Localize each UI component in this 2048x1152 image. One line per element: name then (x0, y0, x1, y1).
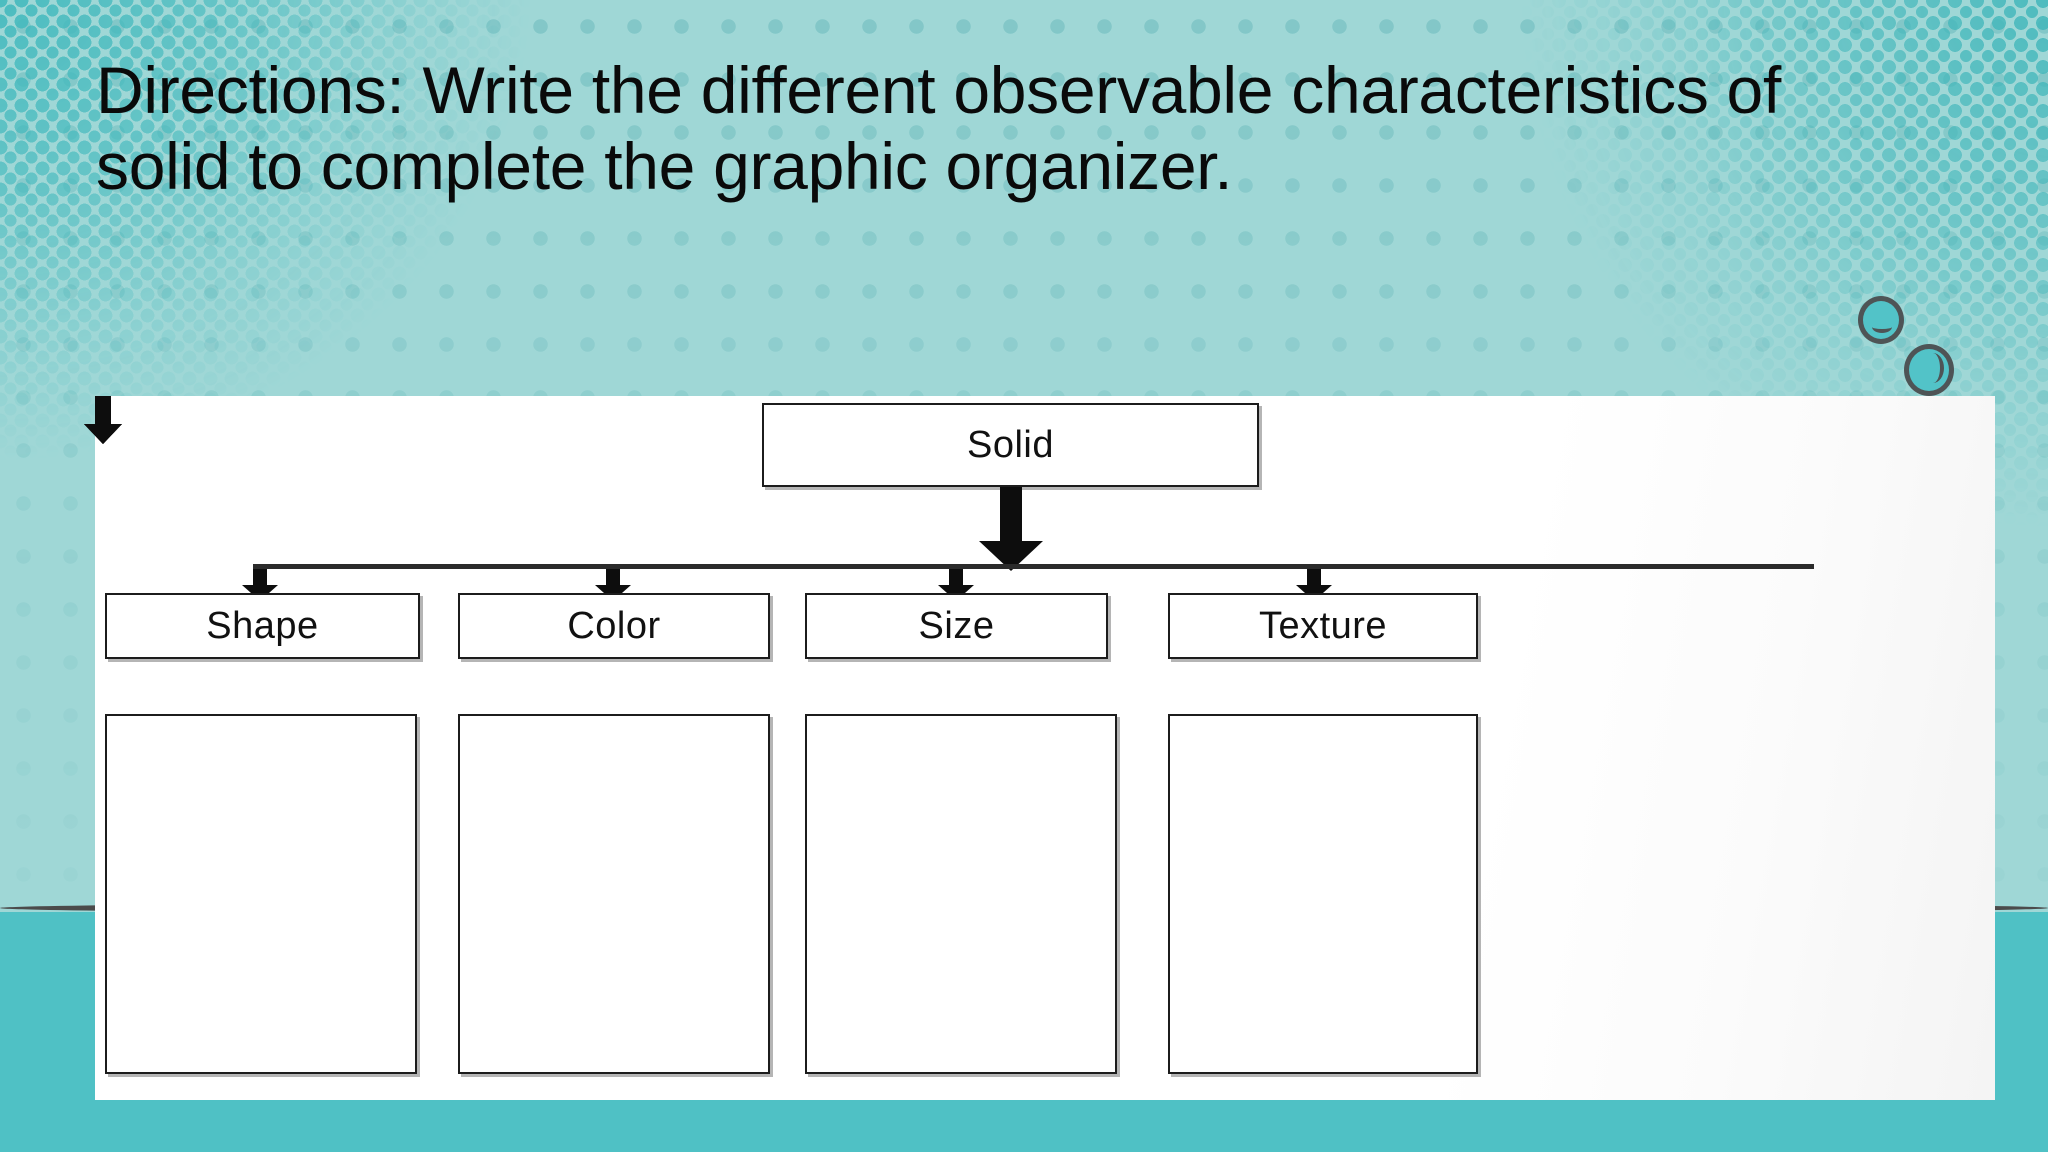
organizer-root-box[interactable]: Solid (762, 403, 1259, 487)
branch-arrow-color-shaft (606, 569, 620, 589)
answer-arrow-texture-shaft (95, 396, 111, 428)
answer-arrow-texture-head (84, 424, 122, 444)
bubble-smile-arc (1872, 321, 1892, 333)
bubble-swirl-icon (1904, 344, 1954, 396)
organizer-answer-box-size[interactable] (805, 714, 1117, 1074)
organizer-category-label-shape: Shape (206, 605, 319, 647)
organizer-answer-box-shape[interactable] (105, 714, 417, 1074)
organizer-answer-box-color[interactable] (458, 714, 770, 1074)
page-title: Directions: Write the different observab… (96, 53, 1800, 203)
graphic-organizer-diagram: Solid (84, 396, 1995, 1100)
bubble-smile-icon (1858, 296, 1904, 344)
branch-arrow-size-shaft (949, 569, 963, 589)
organizer-category-label-size: Size (918, 605, 995, 647)
organizer-root-label: Solid (967, 424, 1054, 466)
organizer-category-box-shape[interactable]: Shape (105, 593, 420, 659)
organizer-category-box-color[interactable]: Color (458, 593, 770, 659)
organizer-category-label-color: Color (567, 605, 661, 647)
organizer-category-box-size[interactable]: Size (805, 593, 1108, 659)
branch-arrow-texture-shaft (1307, 569, 1321, 589)
graphic-organizer-panel: Solid (84, 396, 1995, 1100)
organizer-branch-bar (253, 564, 1814, 569)
root-connector-shaft (1000, 487, 1022, 549)
branch-arrow-shape-shaft (253, 569, 267, 589)
bubble-swirl-arc (1922, 353, 1944, 383)
organizer-answer-box-texture[interactable] (1168, 714, 1478, 1074)
organizer-category-label-texture: Texture (1258, 605, 1388, 647)
organizer-category-box-texture[interactable]: Texture (1168, 593, 1478, 659)
